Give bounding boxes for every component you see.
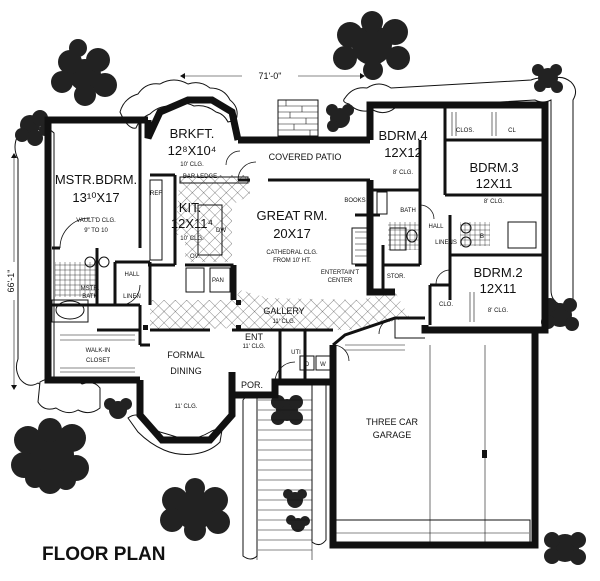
tree-walk-1: [283, 489, 307, 508]
tree-left-edge: [15, 110, 51, 146]
master-hall-label: HALL: [124, 272, 140, 278]
breakfast-ceiling: 10' CLG.: [180, 162, 204, 168]
tree-bottom-middle: [160, 478, 230, 541]
breakfast-name: BRKFT.: [170, 126, 215, 141]
covered-patio-name: COVERED PATIO: [269, 152, 342, 162]
entertainment-center-label-2: CENTER: [328, 278, 353, 284]
bedroom-hall-label: HALL: [428, 224, 444, 230]
bedroom4-size: 12X12: [384, 145, 422, 160]
garage-name-2: GARAGE: [373, 430, 412, 440]
tree-top-left: [51, 39, 117, 106]
great-room-name: GREAT RM.: [256, 208, 327, 223]
walk-in-closet-name-1: WALK-IN: [86, 348, 111, 354]
bedroom2-name: BDRM.2: [473, 265, 522, 280]
books-label: BOOKS: [344, 198, 365, 204]
dimension-width: [180, 73, 365, 79]
formal-dining-name-2: DINING: [170, 366, 202, 376]
master-linen-label: LINEN: [123, 294, 141, 300]
porch-name: POR.: [241, 380, 263, 390]
landscaping: [11, 11, 586, 565]
bedroom3-ceiling: 8' CLG.: [484, 199, 504, 205]
closet-label: CLOS.: [456, 128, 474, 134]
bedroom3-name: BDRM.3: [469, 160, 518, 175]
depth-dimension-label: 66'-1": [6, 270, 16, 293]
bedroom2-ceiling: 8' CLG.: [488, 308, 508, 314]
tree-bottom-right: [544, 532, 586, 565]
utility-name: UTI: [291, 350, 301, 356]
shrub-border-entry-left: [242, 394, 258, 560]
page-title: FLOOR PLAN: [42, 544, 166, 565]
bath-floor: [388, 222, 420, 250]
linens-label: LINENS: [435, 240, 457, 246]
doors: [59, 150, 451, 383]
tree-dining-left: [104, 398, 132, 419]
bedroom4-ceiling: 8' CLG.: [393, 170, 413, 176]
entertainment-center-label-1: ENTERTAIN'T: [321, 270, 360, 276]
bar-ledge-label: BAR LEDGE: [183, 174, 217, 180]
shrub-border-bottom-left: [37, 378, 101, 414]
dw-label: DW: [216, 228, 226, 234]
master-bedroom-name: MSTR.BDRM.: [55, 172, 137, 187]
kitchen-floor-tile: [175, 175, 250, 262]
exterior-walls: [44, 96, 549, 549]
dimension-depth: [11, 153, 17, 390]
bath-b-label: B: [480, 234, 484, 240]
master-bedroom-ceiling: VAULT'D CLG.: [76, 218, 116, 224]
master-bedroom-size: 13¹⁰X17: [72, 190, 119, 205]
clo-label: CLO.: [439, 302, 453, 308]
tree-small-top-right: [532, 64, 563, 93]
pantry-label: PAN: [212, 278, 224, 284]
cl-label: CL: [508, 128, 516, 134]
tree-top-right: [333, 11, 410, 80]
master-bath-name-2: BATH: [82, 294, 98, 300]
gallery-floor-tile: [150, 290, 410, 330]
gallery-ceiling: 11' CLG.: [272, 319, 295, 325]
storage-label: STOR.: [387, 274, 406, 280]
interior-walls: [52, 105, 545, 546]
bedroom4-name: BDRM.4: [378, 128, 427, 143]
breakfast-size: 12⁸X10⁴: [168, 143, 217, 158]
master-bedroom-ceiling-height: 9" TO 10: [84, 228, 108, 234]
garage-name-1: THREE CAR: [366, 417, 419, 427]
oven-label: OV.: [190, 254, 200, 260]
gallery-name: GALLERY: [263, 306, 304, 316]
bedroom3-size: 12X11: [476, 176, 513, 191]
great-room-size: 20X17: [273, 226, 311, 241]
dryer-label: D: [305, 362, 310, 368]
shrub-border-entry-right: [311, 381, 327, 546]
formal-dining-name-1: FORMAL: [167, 350, 205, 360]
ref-label: REF: [150, 191, 162, 197]
washer-label: W: [320, 362, 326, 368]
walk-in-closet-name-2: CLOSET: [86, 358, 110, 364]
formal-dining-ceiling: 11' CLG.: [174, 404, 197, 410]
kitchen-ceiling: 10' CLG.: [180, 236, 204, 242]
tree-walk-2: [286, 515, 310, 532]
entry-ceiling: 11' CLG.: [242, 344, 265, 350]
kitchen-size: 12X11⁴: [171, 216, 213, 231]
bath-label: BATH: [400, 208, 416, 214]
kitchen-name: KIT.: [179, 200, 201, 215]
master-bath-name-1: MSTR.: [81, 286, 100, 292]
bedroom2-size: 12X11: [480, 281, 517, 296]
width-dimension-label: 71'-0": [259, 71, 282, 81]
fixtures: [51, 112, 537, 545]
master-bath-floor: [55, 262, 97, 297]
tree-patio: [326, 104, 354, 132]
great-room-ceiling: CATHEDRAL CLG.: [266, 250, 318, 256]
entry-name: ENT: [245, 332, 264, 342]
tree-bottom-left: [11, 418, 89, 494]
great-room-ceiling-height: FROM 10' HT.: [273, 258, 311, 264]
bedroom2-bath-floor: [460, 222, 490, 246]
